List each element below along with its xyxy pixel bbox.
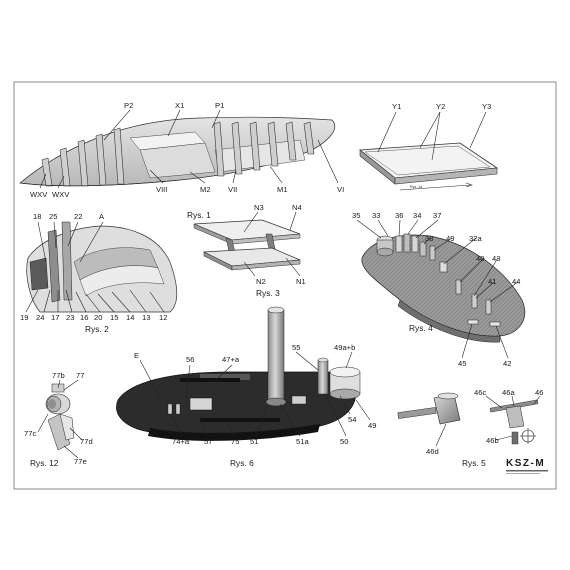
caption-rys-3: Rys. 3 xyxy=(256,288,280,298)
label-m1: M1 xyxy=(277,185,288,194)
label-17: 17 xyxy=(51,313,59,322)
label-18: 18 xyxy=(33,212,41,221)
label-77b: 77b xyxy=(52,371,65,380)
label-25: 25 xyxy=(49,212,57,221)
tray-note: Rys. 1a xyxy=(410,185,422,189)
label-38: 38 xyxy=(425,234,433,243)
label-n2: N2 xyxy=(256,277,266,286)
label-46b: 46b xyxy=(486,436,499,445)
label-47a: 47+a xyxy=(222,355,240,364)
label-viii: VIII xyxy=(156,185,167,194)
label-35: 35 xyxy=(352,211,360,220)
label-n3: N3 xyxy=(254,203,264,212)
caption-rys-6: Rys. 6 xyxy=(230,458,254,468)
label-wxv-b: WXV xyxy=(52,190,70,199)
label-n1: N1 xyxy=(296,277,306,286)
deck-fittings xyxy=(376,233,501,327)
label-40: 40 xyxy=(476,254,484,263)
label-33: 33 xyxy=(372,211,380,220)
label-50: 50 xyxy=(340,437,348,446)
label-12: 12 xyxy=(159,313,167,322)
label-23: 23 xyxy=(66,313,74,322)
label-77c: 77c xyxy=(24,429,36,438)
label-y3: Y3 xyxy=(482,102,491,111)
keel-plate-m2 xyxy=(139,142,216,179)
label-56: 56 xyxy=(186,355,194,364)
label-51: 51 xyxy=(250,437,258,446)
label-20: 20 xyxy=(94,313,102,322)
label-37: 37 xyxy=(433,211,441,220)
label-32a: 32a xyxy=(469,234,482,243)
caption-rys-2: Rys. 2 xyxy=(85,324,109,334)
figure-rys-12-ventilator: 77b 77 77c 77d 77e Rys. 12 xyxy=(24,371,93,468)
label-49ab: 49a+b xyxy=(334,343,355,352)
label-19: 19 xyxy=(20,313,28,322)
label-49-r6: 49 xyxy=(368,421,376,430)
label-y1: Y1 xyxy=(392,102,401,111)
label-15: 15 xyxy=(110,313,118,322)
label-y2: Y2 xyxy=(436,102,445,111)
label-41: 41 xyxy=(488,277,496,286)
page-frame xyxy=(13,81,557,490)
label-n4: N4 xyxy=(292,203,302,212)
label-77: 77 xyxy=(76,371,84,380)
label-46c: 46c xyxy=(474,388,486,397)
label-vii: VII xyxy=(228,185,237,194)
label-wxv-a: WXV xyxy=(30,190,48,199)
label-45: 45 xyxy=(458,359,466,368)
label-36: 36 xyxy=(395,211,403,220)
label-54: 54 xyxy=(348,415,356,424)
label-p1: P1 xyxy=(215,101,224,110)
label-44: 44 xyxy=(512,277,520,286)
label-a: A xyxy=(99,212,105,221)
label-77e: 77e xyxy=(74,457,87,466)
label-22: 22 xyxy=(74,212,82,221)
hull-frames xyxy=(41,121,315,187)
rys1-leaders xyxy=(39,109,339,189)
label-p2: P2 xyxy=(124,101,133,110)
label-m2: M2 xyxy=(200,185,211,194)
figure-rys-2-bow-shell: 18 25 22 A 19 24 17 23 16 20 15 14 13 12… xyxy=(20,212,178,334)
figure-rys-1a-tray: Rys. 1a Y1 Y2 Y3 xyxy=(358,102,499,191)
caption-rys-1: Rys. 1 xyxy=(187,210,211,220)
label-34: 34 xyxy=(413,211,421,220)
label-51a: 51a xyxy=(296,437,309,446)
logo-text: KSZ-M xyxy=(506,458,545,469)
label-55: 55 xyxy=(292,343,300,352)
deckhouse-57 xyxy=(189,397,213,411)
figure-rys-4-main-deck: 35 33 36 34 37 38 49 32a 40 43 41 44 Rys… xyxy=(352,211,526,368)
figure-rys-5-guns: 46c 46a 46 46b 46d Rys. 5 xyxy=(397,388,543,468)
figure-rys-6-hull-funnel: E 56 47+a 55 49a+b 54 49 74+a 57 75 51 5… xyxy=(116,306,376,468)
label-x1: X1 xyxy=(175,101,184,110)
figure-rys-1-hull-frames: P2 X1 P1 WXV WXV VIII M2 VII M1 VI Rys. … xyxy=(19,101,344,220)
label-46: 46 xyxy=(535,388,543,397)
label-13: 13 xyxy=(142,313,150,322)
label-75: 75 xyxy=(231,437,239,446)
publisher-logo: KSZ-M xyxy=(506,458,548,474)
label-16: 16 xyxy=(80,313,88,322)
label-74a: 74+a xyxy=(172,437,190,446)
label-e: E xyxy=(134,351,139,360)
label-42: 42 xyxy=(503,359,511,368)
label-43: 43 xyxy=(492,254,500,263)
label-14: 14 xyxy=(126,313,134,322)
caption-rys-12: Rys. 12 xyxy=(30,458,59,468)
label-46a: 46a xyxy=(502,388,515,397)
caption-rys-5: Rys. 5 xyxy=(462,458,486,468)
label-57: 57 xyxy=(204,437,212,446)
label-49: 49 xyxy=(446,234,454,243)
caption-rys-4: Rys. 4 xyxy=(409,323,433,333)
label-24: 24 xyxy=(36,313,44,322)
label-46d: 46d xyxy=(426,447,439,456)
figure-rys-3-stand: N3 N4 N2 N1 Rys. 3 xyxy=(193,203,306,298)
label-77d: 77d xyxy=(80,437,93,446)
funnel-51a xyxy=(267,309,285,403)
label-vi: VI xyxy=(337,185,344,194)
